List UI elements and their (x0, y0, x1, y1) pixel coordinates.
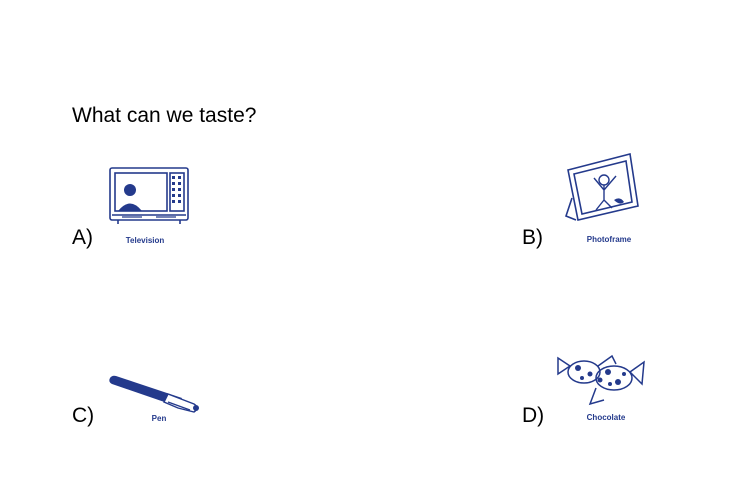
chocolate-icon (557, 354, 645, 406)
option-c-letter[interactable]: C) (72, 404, 95, 427)
pen-icon (109, 375, 199, 413)
option-b-letter[interactable]: B) (522, 226, 543, 249)
pen-caption: Pen (151, 414, 167, 423)
option-d-letter[interactable]: D) (522, 404, 545, 427)
photoframe-caption: Photoframe (586, 235, 632, 244)
television-icon (109, 167, 189, 224)
photoframe-icon (565, 153, 639, 221)
chocolate-caption: Chocolate (586, 413, 626, 422)
option-a-letter[interactable]: A) (72, 226, 93, 249)
television-caption: Television (125, 236, 165, 245)
question-text: What can we taste? (72, 104, 257, 127)
